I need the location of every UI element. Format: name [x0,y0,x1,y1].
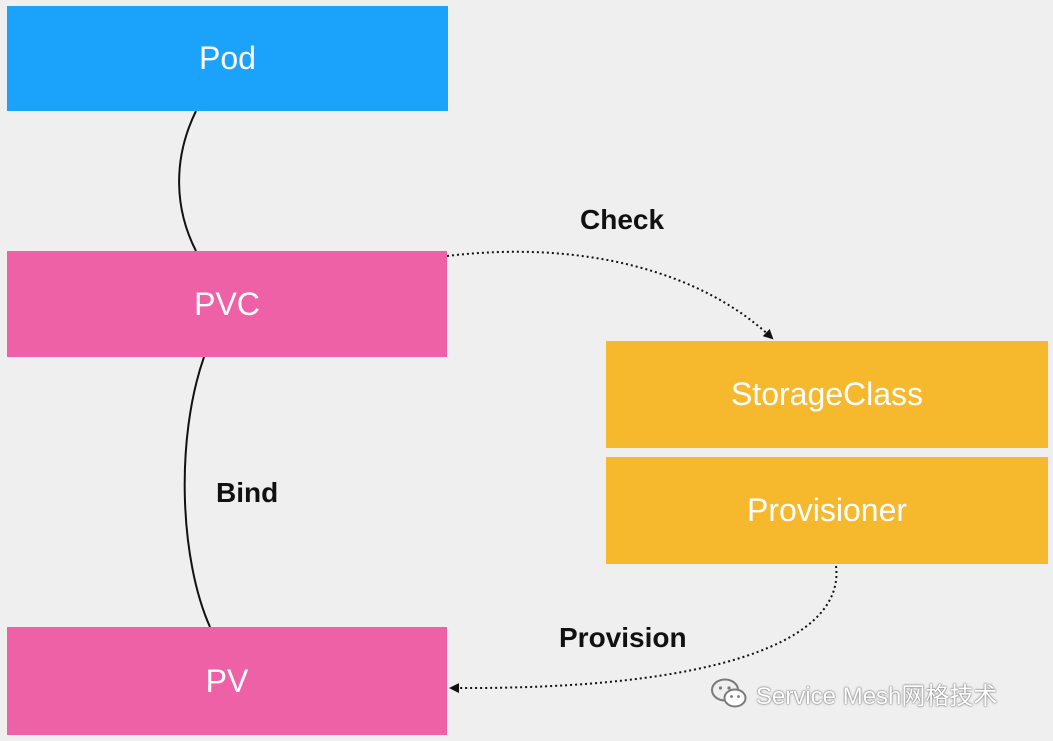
check-arrow [446,250,774,340]
check-label: Check [580,204,665,235]
bind-label: Bind [216,477,279,508]
pv-box: PV [7,627,447,735]
pvc-label: PVC [194,285,260,322]
pv-label: PV [205,662,249,699]
bind-connector [183,356,211,628]
provision-arrow [449,565,838,694]
storage-class-box: StorageClass [606,341,1048,448]
pvc-box: PVC [7,251,447,357]
wechat-icon [711,678,747,707]
watermark-text: Service Mesh网格技术 [756,683,998,710]
pod-box: Pod [7,6,448,111]
watermark: Service Mesh网格技术 [710,676,997,711]
provisioner-box: Provisioner [606,457,1048,564]
pod-label: Pod [199,40,256,76]
pod-pvc-connector [178,110,197,252]
provisioner-label: Provisioner [746,492,908,528]
storage-class-label: StorageClass [730,376,924,412]
provision-label: Provision [559,622,687,653]
